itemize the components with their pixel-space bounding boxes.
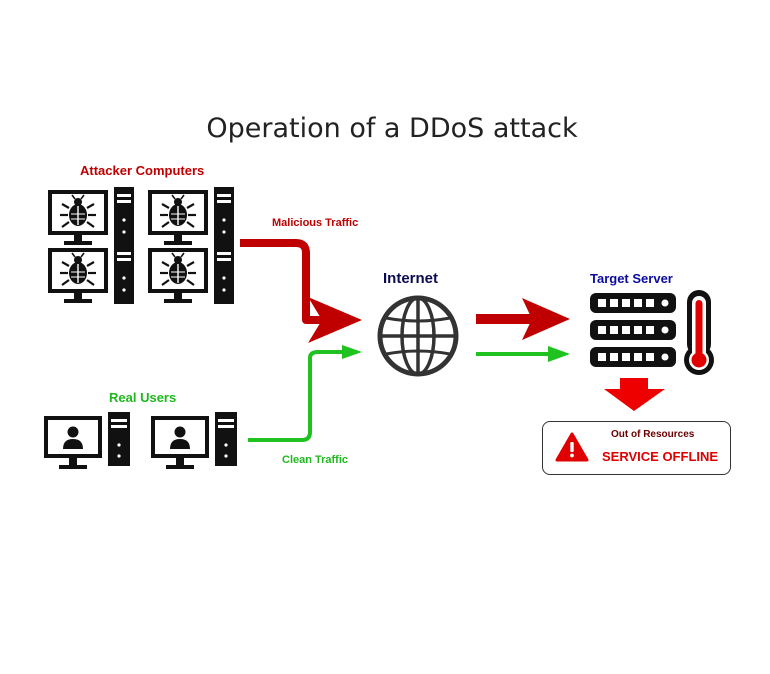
overload-arrow — [604, 378, 665, 411]
status-resources-text: Out of Resources — [611, 429, 695, 440]
bug-icon — [46, 185, 136, 248]
malicious-traffic-label: Malicious Traffic — [272, 217, 359, 229]
target-server-label: Target Server — [590, 271, 673, 286]
malicious-traffic-flow — [240, 239, 362, 343]
green-arrow-head — [342, 345, 362, 359]
green-arrow-head — [548, 346, 570, 362]
attacker-computer — [46, 243, 136, 306]
red-arrow-head — [308, 297, 362, 343]
server-rack-icon — [590, 293, 676, 367]
bug-icon — [46, 243, 136, 306]
attacker-computer — [46, 185, 136, 248]
real-user-computers — [44, 412, 237, 469]
user-icon — [44, 412, 130, 469]
malicious-traffic-to-server — [476, 298, 570, 340]
internet-label: Internet — [383, 270, 439, 287]
user-icon — [151, 412, 237, 469]
red-arrow-head — [522, 298, 570, 340]
warning-icon — [555, 432, 589, 462]
clean-traffic-flow — [248, 345, 362, 442]
real-users-label: Real Users — [109, 390, 177, 405]
real-user-computer — [151, 412, 237, 469]
status-box: Out of Resources SERVICE OFFLINE — [542, 421, 731, 475]
status-offline-text: SERVICE OFFLINE — [602, 449, 719, 464]
real-user-computer — [44, 412, 130, 469]
thermometer-icon — [684, 290, 714, 375]
attacker-computers — [46, 185, 236, 306]
clean-traffic-label: Clean Traffic — [282, 454, 349, 466]
attacker-computer — [146, 185, 236, 248]
bug-icon — [146, 243, 236, 306]
globe-icon — [377, 295, 459, 377]
bug-icon — [146, 185, 236, 248]
page-title: Operation of a DDoS attack — [206, 113, 578, 144]
attacker-computers-label: Attacker Computers — [80, 163, 205, 178]
clean-traffic-to-server — [476, 346, 570, 362]
attacker-computer — [146, 243, 236, 306]
